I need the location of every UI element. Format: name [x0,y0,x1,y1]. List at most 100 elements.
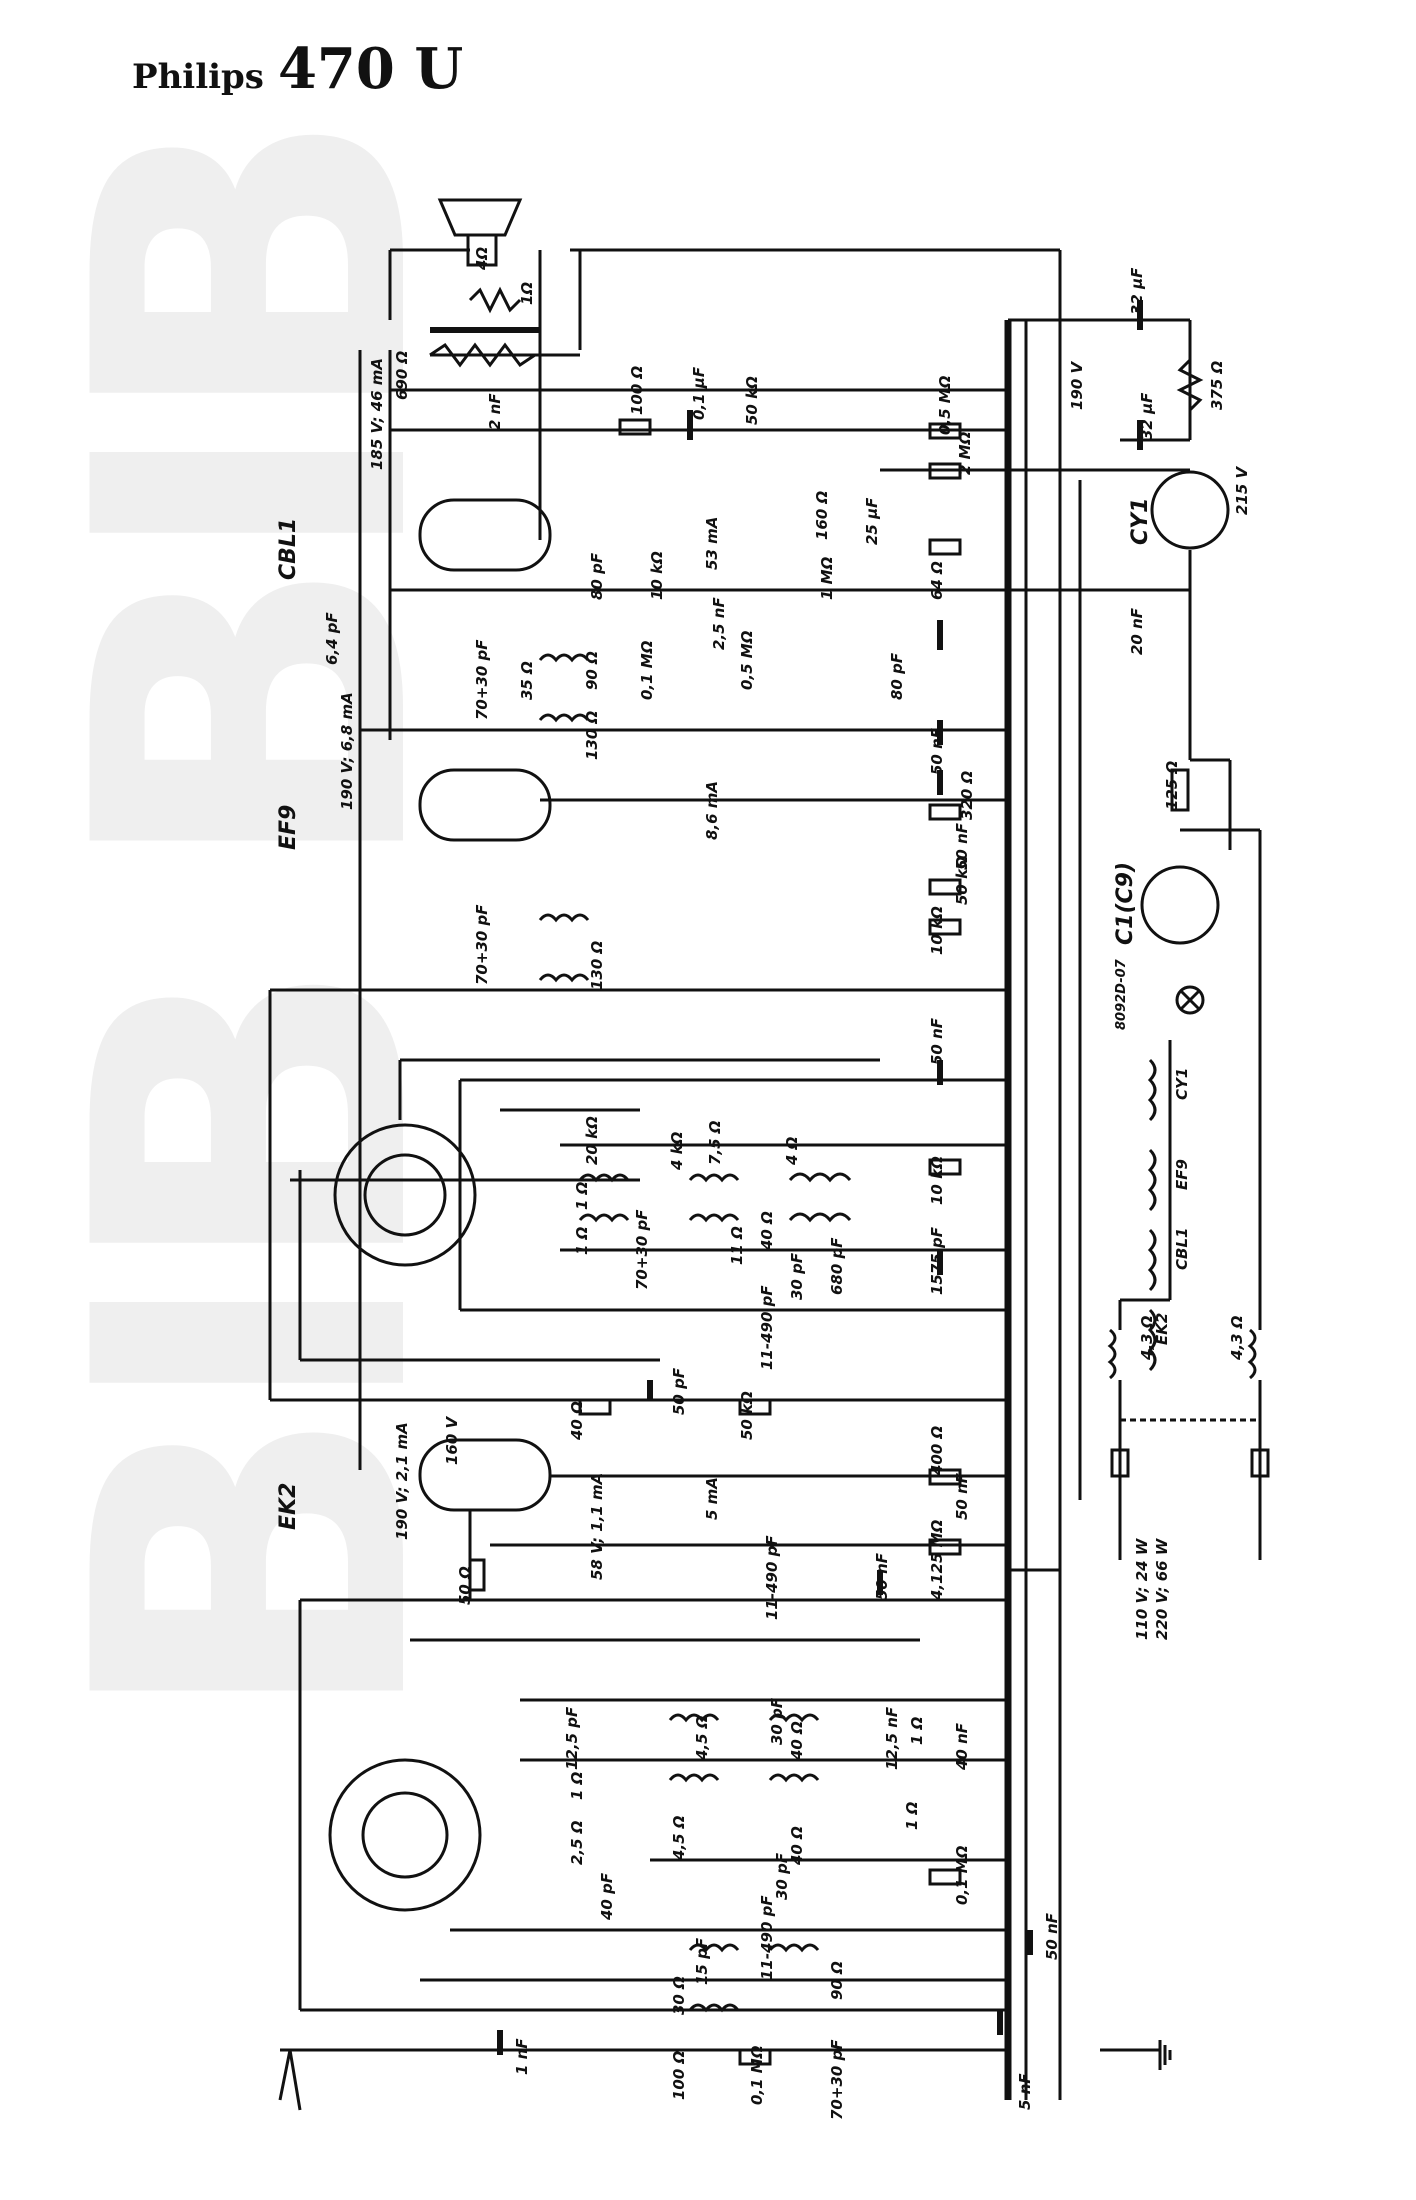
label-400ohm: 400 Ω [928,1425,946,1475]
label-rf-100ohm: 100 Ω [670,2050,688,2100]
tube-label-cy1: CY1 [1128,497,1153,545]
label-osc-40ohm: 40 Ω [758,1211,776,1250]
label-1m: 1 MΩ [818,556,836,600]
label-mixer-var: 11-490 pF [763,1535,781,1620]
label-1ohm: 1Ω [518,281,536,305]
page-title: Philips 470 U [132,36,463,102]
title-brand: Philips [132,57,264,97]
label-64pf: 6,4 pF [323,612,341,665]
label-rf-90ohm: 90 Ω [828,1961,846,2000]
label-25uf: 25 µF [863,497,881,545]
label-58v: 58 V; 1,1 mA [588,1472,606,1580]
label-130ohm: 130 Ω [583,710,601,760]
label-osc-160v: 160 V [443,1416,461,1465]
label-35ohm: 35 Ω [518,661,536,700]
label-if-trim2: 70+30 pF [473,904,491,985]
label-rf-40ohm: 40 Ω [788,1721,806,1760]
label-ef9-voltage: 190 V; 6,8 mA [338,692,356,810]
label-osc-4ohm: 4 Ω [783,1136,801,1165]
label-680pf: 680 pF [828,1237,846,1295]
label-1575pf: 1575 pF [928,1227,946,1295]
label-mains-110v: 110 V; 24 W [1133,1538,1151,1640]
label-osc-10k: 10 kΩ [928,1156,946,1205]
label-11ohm: 11 Ω [728,1226,746,1265]
label-mixer-50nf2: 50 nF [873,1552,891,1600]
label-rf-trim: 70+30 pF [828,2039,846,2120]
label-5ma: 5 mA [703,1477,721,1520]
label-rf-30pf-b: 30 pF [773,1852,791,1900]
label-osc-1ohm-b: 1 Ω [573,1226,591,1255]
label-osc-trim: 70+30 pF [633,1209,651,1290]
label-rf-1ohm-c: 1 Ω [903,1801,921,1830]
heater-ek2-label: EK2 [1153,1312,1171,1345]
label-05m: 0,5 MΩ [936,375,954,435]
label-190v: 190 V [1068,361,1086,410]
label-86ma: 8,6 mA [703,780,721,840]
label-01m: 0,1 MΩ [638,640,656,700]
label-185v: 185 V; 46 mA [368,357,386,470]
label-05m-pot: 0,5 MΩ [738,630,756,690]
label-25nf: 2,5 nF [710,597,728,650]
heater-ef9-label: EF9 [1173,1159,1191,1190]
tube-label-ef9: EF9 [276,804,301,850]
label-01uf: 0,1 µF [690,366,708,420]
heater-cy1-label: CY1 [1173,1067,1191,1100]
label-mains-220v: 220 V; 66 W [1153,1538,1171,1640]
label-32uf-top: 32 µF [1128,267,1146,315]
label-80pf: 80 pF [588,552,606,600]
title-model: 470 U [277,36,464,102]
label-rf-15pf: 15 pF [693,1937,711,1985]
label-rf-var: 11-490 pF [758,1895,776,1980]
label-rf-45ohm-b: 4,5 Ω [670,1815,688,1860]
label-4k: 4 kΩ [668,1131,686,1170]
label-50ohm: 50 Ω [456,1566,474,1605]
label-if-50k: 50 kΩ [953,856,971,905]
label-osc-50k: 50 kΩ [738,1391,756,1440]
label-10k: 10 kΩ [648,551,666,600]
label-125pf: 12,5 pF [563,1706,581,1770]
label-rf-5nf: 5 nF [1016,2073,1034,2110]
label-4ohm: 4Ω [473,246,491,270]
label-if-50nf: 50 nF [928,727,946,775]
label-90ohm: 90 Ω [583,651,601,690]
tube-label-c1c9: C1(C9) [1113,861,1138,945]
label-if-10k: 10 kΩ [928,906,946,955]
label-if-trim1: 70+30 pF [473,639,491,720]
label-2m: 2 MΩ [956,431,974,475]
label-130ohm-b: 130 Ω [588,940,606,990]
label-2nf: 2 nF [486,393,504,430]
label-rf-40ohm-b: 40 Ω [788,1826,806,1865]
label-rf-50nf: 50 nF [1043,1912,1061,1960]
label-20nf: 20 nF [1128,607,1146,655]
label-125ohm: 125 Ω [1163,760,1181,810]
label-50k-pot: 50 kΩ [743,376,761,425]
lamp-label: 8092D-07 [1114,959,1129,1030]
label-osc-40ohm-b: 40 Ω [568,1401,586,1440]
label-rf-01m: 0,1 MΩ [953,1845,971,1905]
label-160ohm: 160 Ω [813,490,831,540]
label-rf-40pf: 40 pF [598,1872,616,1920]
label-osc-1ohm: 1 Ω [573,1181,591,1210]
label-rf-40nf: 40 nF [953,1722,971,1770]
label-rf-125nf: 12,5 nF [883,1706,901,1770]
label-4125m: 4,125 MΩ [928,1519,946,1600]
label-ek2-voltage: 190 V; 2,1 mA [393,1422,411,1540]
label-64ohm: 64 Ω [928,561,946,600]
label-osc-50nf: 50 nF [928,1017,946,1065]
label-osc-30pf: 30 pF [788,1252,806,1300]
label-mains-43b: 4,3 Ω [1228,1315,1246,1360]
label-rf-1ohm-b: 1 Ω [908,1716,926,1745]
label-25ohm: 2,5 Ω [568,1820,586,1865]
label-375: 375 Ω [1208,360,1226,410]
label-215v: 215 V [1233,466,1251,515]
label-75ohm: 7,5 Ω [706,1120,724,1165]
label-mixer-50nf: 50 nF [953,1472,971,1520]
label-690: 690 Ω [393,350,411,400]
label-rf-01m-b: 0,1 MΩ [748,2045,766,2105]
label-rf-1ohm: 1 Ω [568,1771,586,1800]
label-rf-30ohm: 30 Ω [670,1976,688,2015]
heater-cbl1-label: CBL1 [1173,1227,1191,1270]
tube-label-ek2: EK2 [276,1482,301,1530]
